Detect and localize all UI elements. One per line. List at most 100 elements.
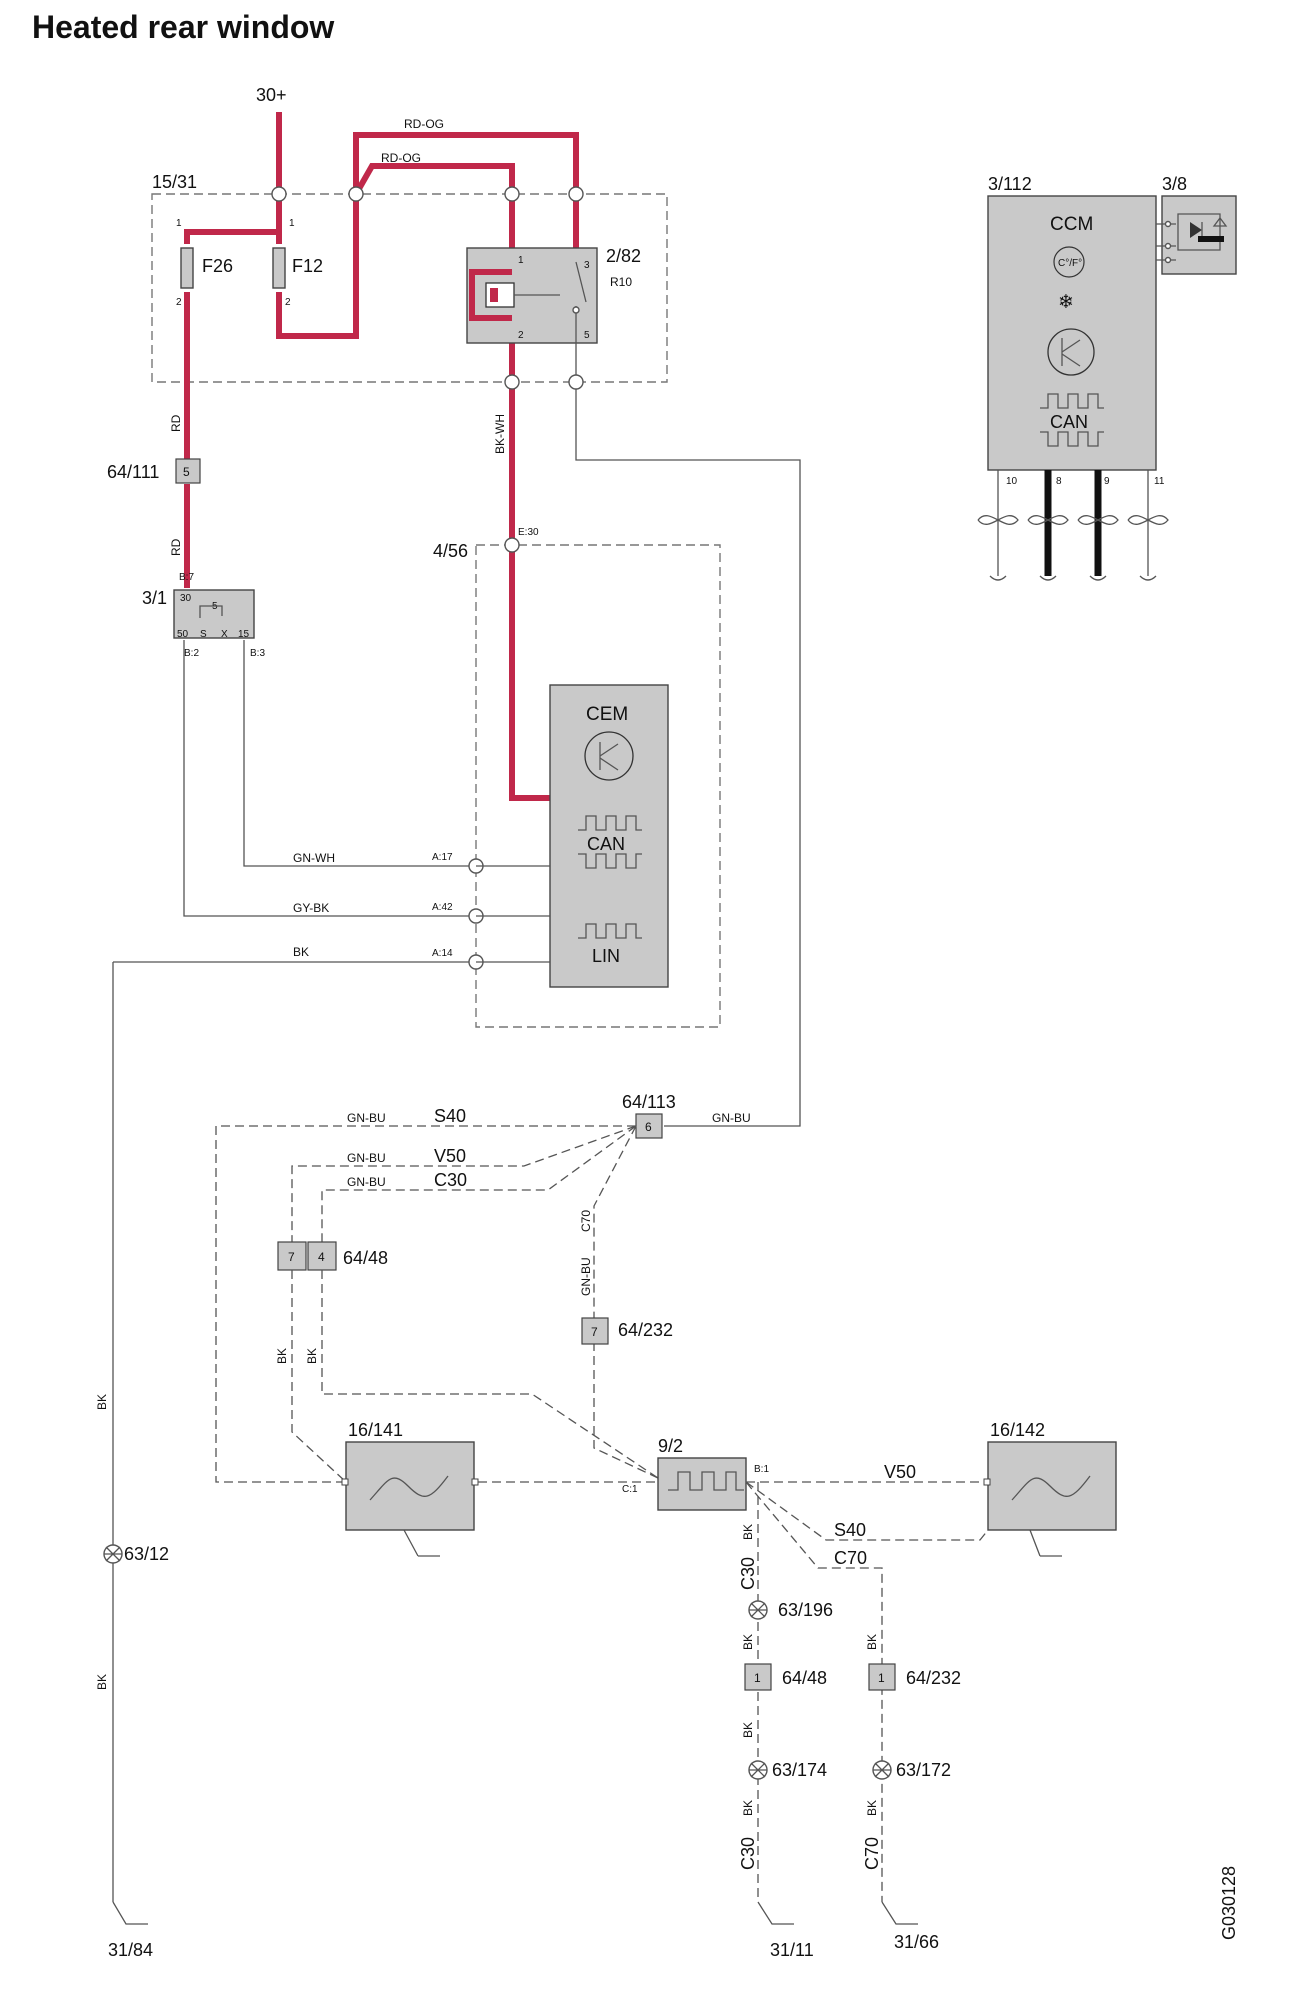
wire-label-bk-wh: BK-WH <box>493 414 507 454</box>
ground-31-11-label: 31/11 <box>770 1940 814 1960</box>
wire-label-gn-bu-v50: GN-BU <box>347 1151 386 1165</box>
bk-wh-wire <box>509 382 550 801</box>
connector-64-232-top <box>581 1317 609 1345</box>
rd-og-outer-wire <box>353 132 579 194</box>
wire-label-bk-left-2: BK <box>95 1674 109 1690</box>
cem-node-e30 <box>504 537 520 553</box>
sensor-3-8-diode <box>1190 222 1202 238</box>
wire-label-rd-og-outer: RD-OG <box>404 117 444 131</box>
sensor-3-8-label: 3/8 <box>1162 174 1187 194</box>
cem-transistor-icon <box>584 731 634 781</box>
ccm-can-label: CAN <box>1050 412 1088 432</box>
connector-64-232-top-pin: 7 <box>591 1325 598 1339</box>
heater-16-141 <box>345 1441 475 1531</box>
ccm-can-wave-bottom <box>1040 431 1104 447</box>
connector-64-111-pin: 5 <box>183 465 190 479</box>
wire-label-bk-c70-1: BK <box>865 1634 879 1650</box>
wire-label-gn-bu-c30: GN-BU <box>347 1175 386 1189</box>
connector-64-232-bottom <box>868 1663 896 1691</box>
relay-sublabel: R10 <box>610 275 632 289</box>
supply-label: 30+ <box>256 85 287 105</box>
variant-label-c30-bottom: C30 <box>738 1557 758 1590</box>
diagram-title: Heated rear window <box>32 9 334 45</box>
ccm-temp-icon <box>1053 246 1085 278</box>
connector-64-232-top-label: 64/232 <box>618 1320 673 1340</box>
connector-64-232-bottom-pin: 1 <box>878 1671 885 1685</box>
connector-64-48-pin7-box <box>277 1241 307 1271</box>
ignition-pin-b7: B:7 <box>179 572 194 583</box>
wire-label-bk-left-1: BK <box>95 1394 109 1410</box>
wire-label-gn-bu-c70: GN-BU <box>579 1257 593 1296</box>
fuse-f12-label: F12 <box>292 256 323 276</box>
variant-label-s40-right: S40 <box>834 1520 866 1540</box>
fuse-f26 <box>180 247 194 289</box>
relay-switch <box>575 261 587 303</box>
variant-label-c30-ground: C30 <box>738 1837 758 1870</box>
heater-left-pin-l <box>341 1478 349 1486</box>
fusebox-label: 15/31 <box>152 172 197 192</box>
fuse-bridge-wire <box>184 229 279 244</box>
splice-63-172-mark <box>873 1762 891 1778</box>
splice-63-174-mark <box>749 1762 767 1778</box>
connector-64-113 <box>635 1113 663 1139</box>
splice-63-172-label: 63/172 <box>896 1760 951 1780</box>
ccm-transistor-icon <box>1047 328 1095 376</box>
bk-wire-64-48-pin7 <box>291 1270 347 1483</box>
wire-label-gy-bk: GY-BK <box>293 901 329 915</box>
relay-coil-core <box>490 288 498 302</box>
diagram-code: G030128 <box>1219 1866 1239 1940</box>
fusebox-nodes <box>271 186 584 390</box>
splice-63-174-label: 63/174 <box>772 1760 827 1780</box>
fuse-f26-label: F26 <box>202 256 233 276</box>
heater-16-142 <box>987 1441 1117 1531</box>
wire-label-bk-c30-2: BK <box>741 1634 755 1650</box>
red-wires <box>184 112 579 801</box>
ignition-pin-s: S <box>200 629 207 640</box>
wire-label-bk-c30-4: BK <box>741 1800 755 1816</box>
heater-right-ground <box>1029 1529 1062 1557</box>
ground-31-84-symbol <box>112 1901 148 1925</box>
ignition-switch <box>173 589 255 639</box>
ignition-pin-50: 50 <box>177 629 189 640</box>
wire-label-gn-wh: GN-WH <box>293 851 335 865</box>
sensor-3-8-circuit <box>1177 213 1221 251</box>
heater-left-symbol <box>369 1475 449 1501</box>
connector-64-111 <box>175 458 201 484</box>
wire-label-bk-c70-2: BK <box>865 1800 879 1816</box>
rear-unit-pin-c1: C:1 <box>622 1484 638 1495</box>
wire-label-rd-og-inner: RD-OG <box>381 151 421 165</box>
bk-wire-64-48-pin4 <box>321 1270 659 1479</box>
wire-label-bk-pin7: BK <box>275 1348 289 1364</box>
ground-31-84-label: 31/84 <box>108 1940 153 1960</box>
wire-label-rd-upper: RD <box>169 414 183 432</box>
cem-lin-wave <box>578 923 642 939</box>
ground-31-11-symbol <box>757 1901 794 1925</box>
f26-pin2: 2 <box>176 297 182 308</box>
relay-label: 2/82 <box>606 246 641 266</box>
heater-left-pin-r <box>471 1478 479 1486</box>
cem-pin-e30: E:30 <box>518 527 539 538</box>
variant-label-c70-vertical: C70 <box>579 1210 593 1232</box>
wire-label-bk-c30-3: BK <box>741 1722 755 1738</box>
f26-pin1: 1 <box>176 218 182 229</box>
heater-16-142-label: 16/142 <box>990 1420 1045 1440</box>
sensor-3-8-symbol <box>1201 216 1228 238</box>
cem-pin-wires <box>476 865 550 963</box>
sensor-3-8-node1 <box>1164 220 1172 228</box>
wire-label-gn-bu-s40: GN-BU <box>347 1111 386 1125</box>
connector-64-48-bottom <box>744 1663 772 1691</box>
cem-lin-label: LIN <box>592 946 620 966</box>
relay-pin1: 1 <box>518 255 524 266</box>
ignition-pin-15: 15 <box>238 629 250 640</box>
connector-64-48-bottom-pin: 1 <box>754 1671 761 1685</box>
fuse-f12 <box>272 247 286 289</box>
wire-label-gn-bu-right: GN-BU <box>712 1111 751 1125</box>
rd-og-inner-wire <box>353 163 515 196</box>
cem-pin-a14: A:14 <box>432 948 453 959</box>
sensor-3-8-element <box>1198 236 1224 242</box>
cem-pin-a17: A:17 <box>432 852 453 863</box>
connector-64-232-bottom-label: 64/232 <box>906 1668 961 1688</box>
cem-module-label: 4/56 <box>433 541 468 561</box>
ignition-symbol <box>199 605 223 618</box>
